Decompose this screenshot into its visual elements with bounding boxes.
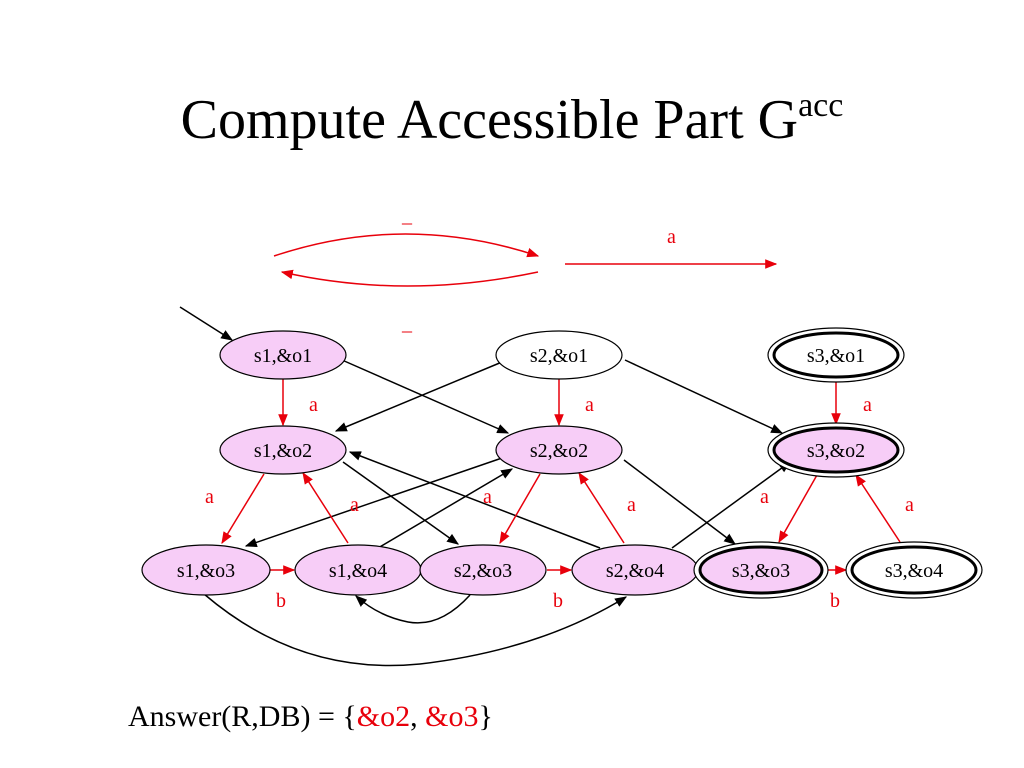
edge-s1o4-s1o2 bbox=[302, 471, 349, 544]
edge-s2o1-s1o2 bbox=[334, 361, 503, 432]
edge-s1o3-s2o4 bbox=[203, 593, 628, 667]
title-text: Compute Accessible Part G bbox=[180, 89, 799, 151]
edge-s3o4-s3o2 bbox=[855, 473, 901, 543]
node-label: s3,&o1 bbox=[807, 345, 865, 367]
edge-s2o3-s1o4 bbox=[355, 594, 471, 624]
node-s3o1[interactable]: s3,&o1 bbox=[767, 327, 905, 383]
edge-s1o2-s1o3 bbox=[221, 473, 265, 545]
answer-separator: , bbox=[410, 700, 426, 733]
label-b2: b bbox=[553, 590, 563, 612]
node-s1o1[interactable]: s1,&o1 bbox=[219, 330, 347, 380]
node-s3o2[interactable]: s3,&o2 bbox=[767, 422, 905, 478]
edge-s1o2-s2o3 bbox=[342, 461, 459, 545]
node-s2o1[interactable]: s2,&o1 bbox=[495, 330, 623, 380]
label-a-s1-down: a bbox=[309, 394, 318, 416]
legend-dash-bottom: _ bbox=[401, 313, 413, 335]
label-a-s2-down: a bbox=[585, 394, 594, 416]
node-label: s1,&o3 bbox=[177, 560, 235, 582]
edge-s2o4-s1o2 bbox=[348, 451, 601, 549]
node-s2o4[interactable]: s2,&o4 bbox=[571, 544, 699, 596]
node-label: s2,&o4 bbox=[606, 560, 664, 582]
answer-suffix: } bbox=[478, 700, 493, 733]
node-label: s3,&o3 bbox=[732, 560, 790, 582]
node-label: s2,&o3 bbox=[454, 560, 512, 582]
label-a-s1-left: a bbox=[205, 486, 214, 508]
edge-s2o2-s3o3 bbox=[623, 459, 736, 545]
node-label: s1,&o2 bbox=[254, 440, 312, 462]
label-b3: b bbox=[830, 590, 840, 612]
title-superscript: acc bbox=[798, 87, 844, 124]
node-s1o2[interactable]: s1,&o2 bbox=[219, 425, 347, 475]
node-s3o3[interactable]: s3,&o3 bbox=[693, 541, 829, 599]
legend: _ _ a bbox=[273, 205, 778, 335]
node-s2o2[interactable]: s2,&o2 bbox=[495, 425, 623, 475]
edge-s2o2-s1o3 bbox=[244, 457, 503, 548]
edge-s1o4-s2o2 bbox=[377, 468, 514, 549]
edge-labels: a a a a a a a a a b b b bbox=[205, 394, 914, 612]
start-arrow bbox=[179, 306, 234, 341]
edge-s3o2-s3o3 bbox=[778, 474, 818, 544]
slide-title: Compute Accessible Part Gacc bbox=[0, 89, 1024, 151]
legend-dash-top: _ bbox=[401, 205, 413, 227]
legend-curve-forward bbox=[273, 233, 540, 258]
answer-line: Answer(R,DB) = {&o2, &o3} bbox=[128, 700, 493, 734]
node-label: s3,&o4 bbox=[885, 560, 943, 582]
label-b1: b bbox=[276, 590, 286, 612]
label-a-s3-left: a bbox=[760, 486, 769, 508]
answer-item-o3: &o3 bbox=[425, 700, 479, 733]
label-a-s2-right: a bbox=[627, 494, 636, 516]
node-s3o4[interactable]: s3,&o4 bbox=[845, 541, 983, 599]
edge-s2o2-s2o3 bbox=[499, 473, 541, 545]
edge-s2o1-s3o2 bbox=[624, 359, 784, 434]
node-label: s2,&o1 bbox=[530, 345, 588, 367]
node-label: s3,&o2 bbox=[807, 440, 865, 462]
node-label: s2,&o2 bbox=[530, 440, 588, 462]
answer-prefix: Answer(R,DB) = { bbox=[128, 700, 357, 733]
node-s1o4[interactable]: s1,&o4 bbox=[294, 544, 422, 596]
legend-a-label: a bbox=[667, 226, 676, 248]
answer-item-o2: &o2 bbox=[356, 700, 411, 733]
nodes: s1,&o1 s2,&o1 s3,&o1 s1,&o2 s2,&o2 s3,&o… bbox=[141, 327, 983, 599]
red-edges bbox=[221, 379, 901, 575]
edge-s1o1-s2o2 bbox=[341, 359, 510, 434]
edge-s2o4-s3o2 bbox=[671, 461, 791, 549]
label-a-s3-right: a bbox=[905, 494, 914, 516]
edge-s2o4-s2o2 bbox=[578, 471, 625, 544]
node-label: s1,&o4 bbox=[329, 560, 387, 582]
node-label: s1,&o1 bbox=[254, 345, 312, 367]
node-s1o3[interactable]: s1,&o3 bbox=[141, 544, 271, 596]
legend-curve-back bbox=[280, 269, 539, 287]
label-a-s3-down: a bbox=[863, 394, 872, 416]
node-s2o3[interactable]: s2,&o3 bbox=[419, 544, 547, 596]
black-edges bbox=[179, 306, 791, 667]
label-a-s2-left: a bbox=[483, 486, 492, 508]
label-a-s1-right: a bbox=[350, 494, 359, 516]
